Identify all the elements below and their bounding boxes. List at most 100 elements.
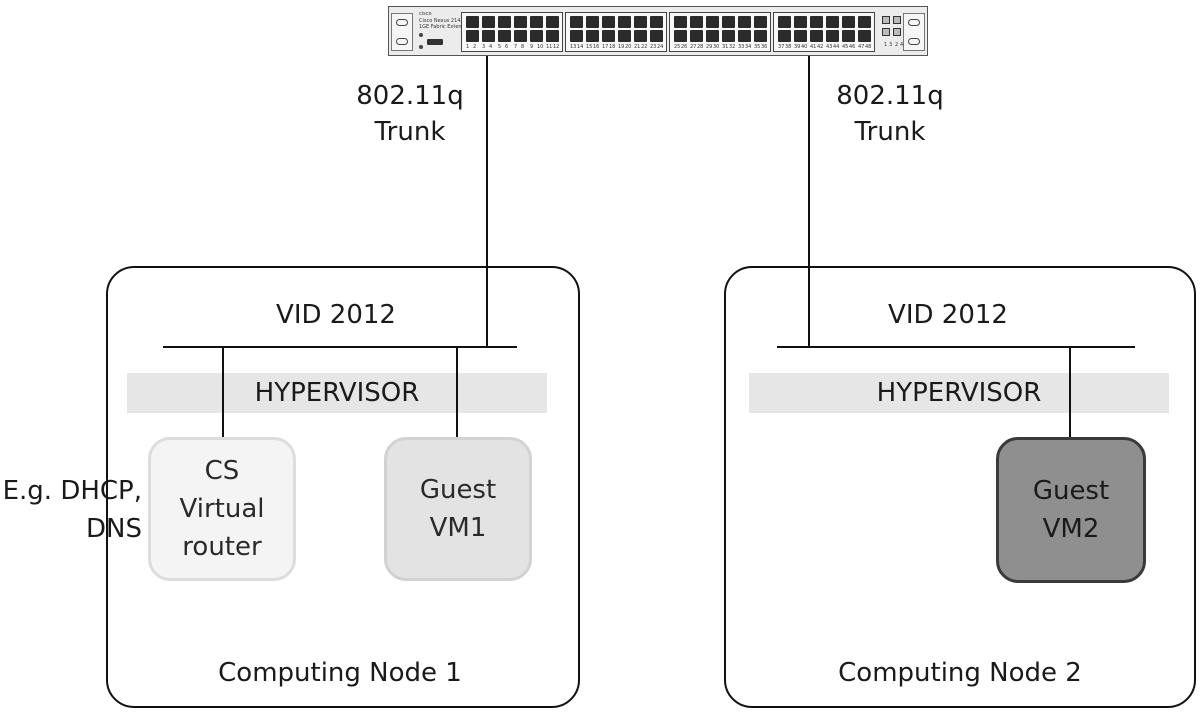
trunk-protocol-label: 802.11q — [836, 81, 944, 111]
trunk-line-left — [486, 56, 488, 348]
ethernet-port-icon — [778, 16, 791, 28]
sfp-uplink-port-icon — [882, 16, 890, 24]
network-switch: cisco Cisco Nexus 2148T 1GE Fabric Exten… — [388, 6, 928, 56]
computing-node-1-title: Computing Node 1 — [218, 658, 462, 688]
port-number-label: 43 — [826, 44, 833, 50]
ethernet-port-icon — [794, 16, 807, 28]
port-number-label: 42 — [817, 44, 824, 50]
ethernet-port-icon — [570, 30, 583, 42]
ethernet-port-icon — [810, 30, 823, 42]
port-number-label: 44 — [833, 44, 840, 50]
ethernet-port-icon — [586, 30, 599, 42]
ethernet-port-icon — [498, 30, 511, 42]
ethernet-port-icon — [634, 30, 647, 42]
port-number-label: 45 — [842, 44, 849, 50]
port-number-label: 34 — [745, 44, 752, 50]
port-number-label: 41 — [810, 44, 817, 50]
port-number-label: 20 — [625, 44, 632, 50]
ethernet-port-icon — [858, 30, 871, 42]
ethernet-port-icon — [618, 30, 631, 42]
ethernet-port-icon — [842, 16, 855, 28]
ethernet-port-icon — [514, 16, 527, 28]
port-number-label: 27 — [690, 44, 697, 50]
ethernet-port-icon — [754, 16, 767, 28]
port-number-label: 32 — [729, 44, 736, 50]
port-number-label: 31 — [722, 44, 729, 50]
vid-label-node-1: VID 2012 — [276, 300, 396, 330]
ethernet-port-icon — [530, 30, 543, 42]
port-number-label: 3 — [482, 44, 486, 50]
ethernet-port-icon — [466, 16, 479, 28]
ethernet-port-icon — [738, 16, 751, 28]
vlan-bus-node-2 — [777, 346, 1135, 348]
port-number-label: 33 — [738, 44, 745, 50]
guest-vm1-link — [456, 347, 458, 438]
ethernet-port-icon — [810, 16, 823, 28]
hypervisor-band-node-2 — [749, 373, 1169, 413]
port-number-label: 4 — [489, 44, 493, 50]
hypervisor-label-node-1: HYPERVISOR — [254, 378, 420, 408]
ethernet-port-icon — [482, 30, 495, 42]
trunk-line-right — [808, 56, 810, 348]
ethernet-port-icon — [530, 16, 543, 28]
cisco-logo-text: cisco — [419, 11, 432, 17]
ethernet-port-icon — [546, 16, 559, 28]
ethernet-port-icon — [794, 30, 807, 42]
ethernet-port-icon — [826, 30, 839, 42]
ethernet-port-icon — [754, 30, 767, 42]
hypervisor-label-node-2: HYPERVISOR — [876, 378, 1042, 408]
ethernet-port-icon — [602, 16, 615, 28]
rack-ear-left — [391, 13, 413, 51]
ethernet-port-icon — [674, 16, 687, 28]
ethernet-port-icon — [618, 16, 631, 28]
port-number-label: 23 — [650, 44, 657, 50]
uplink-number-label: 4 — [900, 42, 904, 48]
ethernet-port-icon — [706, 30, 719, 42]
port-number-label: 24 — [657, 44, 664, 50]
ethernet-port-icon — [650, 30, 663, 42]
port-number-label: 7 — [514, 44, 518, 50]
sfp-uplink-port-icon — [893, 16, 901, 24]
computing-node-2-title: Computing Node 2 — [838, 658, 1082, 688]
port-number-label: 2 — [473, 44, 477, 50]
port-number-label: 6 — [505, 44, 509, 50]
ethernet-port-icon — [722, 30, 735, 42]
port-number-label: 46 — [849, 44, 856, 50]
port-number-label: 8 — [521, 44, 525, 50]
port-number-label: 21 — [634, 44, 641, 50]
ethernet-port-icon — [514, 30, 527, 42]
trunk-label-right: 802.11q Trunk — [820, 78, 960, 150]
uplink-number-label: 3 — [889, 42, 893, 48]
port-number-label: 38 — [785, 44, 792, 50]
note-line: E.g. DHCP, — [2, 476, 142, 506]
port-number-label: 36 — [761, 44, 768, 50]
vm-label-line: Virtual — [179, 494, 265, 524]
ethernet-port-icon — [826, 16, 839, 28]
port-number-label: 12 — [553, 44, 560, 50]
ethernet-port-icon — [650, 16, 663, 28]
ethernet-port-icon — [570, 16, 583, 28]
port-number-label: 37 — [778, 44, 785, 50]
sfp-uplink-port-icon — [882, 28, 890, 36]
uplink-number-label: 1 — [884, 42, 888, 48]
console-port-icon — [427, 39, 443, 45]
ethernet-port-icon — [690, 30, 703, 42]
sfp-uplink-port-icon — [893, 28, 901, 36]
ethernet-port-icon — [586, 16, 599, 28]
port-number-label: 14 — [577, 44, 584, 50]
vm-label-line: Guest — [1032, 476, 1110, 506]
port-number-label: 22 — [641, 44, 648, 50]
switch-model-text: Cisco Nexus 2148T — [419, 18, 467, 24]
port-number-label: 28 — [697, 44, 704, 50]
guest-vm1: Guest VM1 — [384, 437, 532, 581]
ethernet-port-icon — [634, 16, 647, 28]
port-number-label: 18 — [609, 44, 616, 50]
port-number-label: 9 — [530, 44, 534, 50]
port-number-label: 26 — [681, 44, 688, 50]
